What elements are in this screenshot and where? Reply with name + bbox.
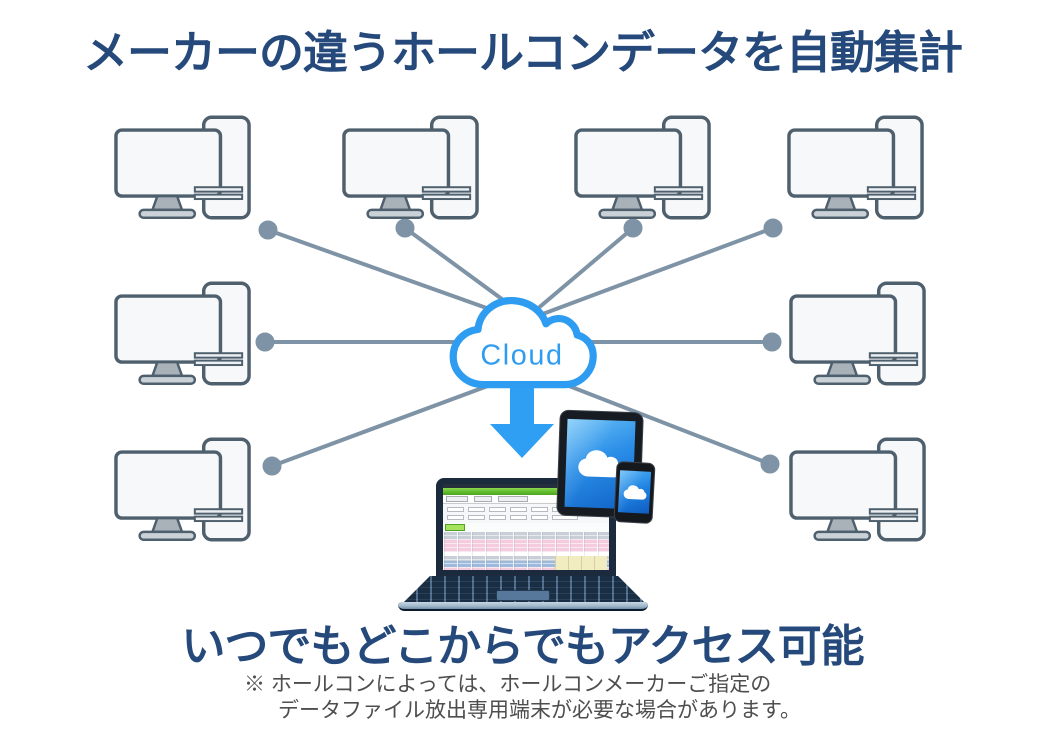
laptop-trackpad	[496, 590, 550, 601]
spreadsheet-yellow-columns	[555, 556, 607, 570]
spreadsheet-button-row	[443, 523, 609, 532]
filter-box	[468, 515, 485, 520]
connector-dot	[262, 456, 282, 476]
filter-box	[447, 507, 464, 512]
connector-dot	[763, 218, 783, 238]
connector-dot	[395, 218, 415, 238]
connector-dot	[258, 220, 278, 240]
spreadsheet-green-button	[445, 524, 465, 531]
filter-box	[531, 515, 548, 520]
desktop-computer-icon	[114, 115, 252, 220]
connector-dot	[762, 332, 782, 352]
footnote: ※ ホールコンによっては、ホールコンメーカーご指定の データファイル放出専用端末…	[0, 672, 1045, 725]
footer-heading: いつでもどこからでもアクセス可能	[181, 622, 864, 671]
footnote-text: ※ ホールコンによっては、ホールコンメーカーご指定の データファイル放出専用端末…	[244, 672, 801, 725]
desktop-computer-icon	[114, 437, 252, 542]
desktop-computer-icon	[342, 115, 480, 220]
laptop-screen	[436, 478, 616, 576]
connector-dot	[623, 218, 643, 238]
spreadsheet-tab	[446, 496, 468, 502]
spreadsheet-tab	[498, 496, 528, 502]
cloud-glyph-icon	[578, 450, 623, 478]
spreadsheet-tab	[474, 496, 492, 502]
smartphone-screen	[617, 470, 652, 514]
cloud-icon: Cloud	[449, 296, 597, 389]
cloud-glyph-icon	[623, 484, 646, 500]
filter-box	[510, 507, 527, 512]
page-title: メーカーの違うホールコンデータを自動集計	[82, 27, 963, 78]
tablet-screen	[564, 418, 636, 510]
desktop-computer-icon	[787, 115, 925, 220]
connector-line	[266, 228, 525, 323]
filter-box	[531, 507, 548, 512]
spreadsheet-table	[443, 532, 609, 570]
desktop-computer-icon	[114, 281, 252, 386]
filter-row	[447, 515, 609, 520]
connector-line	[530, 226, 775, 320]
connector-line	[527, 226, 635, 318]
footnote-line-1: ※ ホールコンによっては、ホールコンメーカーご指定の	[244, 673, 772, 696]
down-arrow-icon	[490, 388, 554, 458]
filter-box	[468, 507, 485, 512]
footnote-line-2: データファイル放出専用端末が必要な場合があります。	[278, 699, 801, 723]
filter-box	[510, 515, 527, 520]
laptop-base	[398, 602, 648, 611]
connector-line	[531, 370, 772, 466]
connector-dot	[255, 332, 275, 352]
filter-box	[489, 515, 506, 520]
tablet-icon	[556, 409, 644, 519]
cloud-outline	[449, 296, 597, 389]
spreadsheet-tab-row	[443, 495, 609, 504]
desktop-computer-icon	[789, 437, 927, 542]
connector-line	[270, 372, 522, 468]
filter-box	[489, 507, 506, 512]
spreadsheet-titlebar	[443, 484, 609, 488]
smartphone-icon	[613, 461, 656, 524]
filter-box	[447, 515, 464, 520]
cloud-label: Cloud	[480, 340, 563, 372]
connector-dot	[760, 454, 780, 474]
desktop-computer-icon	[574, 115, 712, 220]
desktop-computer-icon	[789, 281, 927, 386]
